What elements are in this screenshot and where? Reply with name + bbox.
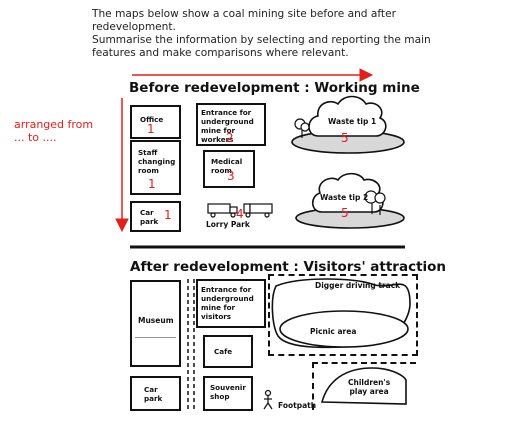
footpath-lines — [187, 279, 195, 410]
entrance-workers-line-3: mine for workers — [201, 126, 236, 144]
office-number: 1 — [147, 122, 155, 136]
entrance-visitors-line-3: mine for visitors — [201, 303, 236, 321]
children-play-zone: Children's play area — [312, 362, 416, 410]
waste-tip-1-number: 5 — [341, 131, 349, 145]
before-map-title: Before redevelopment : Working mine — [129, 80, 420, 96]
staff-changing-room-label: Staff changing room — [138, 148, 175, 175]
children-play-area-shape — [320, 367, 407, 405]
before-car-park-box: Car park 1 — [130, 201, 181, 232]
cafe-box: Cafe — [203, 335, 253, 368]
lorry-park-area: Lorry Park 4 — [204, 201, 276, 231]
waste-tip-2-number: 5 — [341, 206, 349, 220]
waste-tip-2-label: Waste tip 2 — [320, 193, 369, 202]
medical-room-box: Medical room 3 — [203, 150, 255, 188]
staff-changing-room-box: Staff changing room 1 — [130, 140, 181, 195]
entrance-visitors-label: Entrance for underground mine for visito… — [201, 285, 264, 321]
before-car-park-number: 1 — [164, 208, 172, 222]
tree-icon — [364, 190, 386, 215]
entrance-workers-line-2: underground — [201, 117, 254, 126]
office-label: Office — [140, 115, 164, 124]
before-car-park-label: Car park — [140, 208, 158, 226]
souvenir-shop-label: Souvenir shop — [210, 383, 246, 401]
medical-line-1: Medical — [211, 157, 243, 166]
task-prompt: The maps below show a coal mining site b… — [92, 8, 452, 60]
lorry-park-label: Lorry Park — [206, 220, 250, 229]
before-car-park-line-1: Car — [140, 208, 154, 217]
picnic-area-shape — [279, 310, 409, 348]
children-play-area-label: Children's play area — [348, 378, 390, 396]
waste-tip-1-label: Waste tip 1 — [328, 117, 377, 126]
medical-number: 3 — [227, 169, 235, 183]
digger-track-label: Digger driving track — [315, 281, 401, 290]
children-line-2: play area — [349, 387, 389, 396]
vertical-red-arrow — [115, 98, 129, 233]
entrance-workers-box: Entrance for underground mine for worker… — [196, 103, 266, 146]
picnic-area-label: Picnic area — [310, 327, 357, 336]
tree-icon — [294, 118, 310, 138]
after-car-park-line-2: park — [144, 394, 163, 403]
souvenir-shop-box: Souvenir shop — [203, 376, 253, 411]
after-map-title: After redevelopment : Visitors' attracti… — [130, 259, 447, 275]
entrance-visitors-line-1: Entrance for — [201, 285, 252, 294]
entrance-visitors-box: Entrance for underground mine for visito… — [196, 279, 266, 328]
museum-box: Museum — [130, 280, 181, 367]
horizontal-red-arrow — [132, 68, 374, 82]
souvenir-line-1: Souvenir — [210, 383, 246, 392]
prompt-line-2: Summarise the information by selecting a… — [92, 34, 431, 59]
after-car-park-box: Car park — [130, 376, 181, 411]
medical-room-label: Medical room — [211, 157, 242, 175]
office-box: Office 1 — [130, 105, 181, 139]
annotation-note: arranged from ... to .... — [14, 118, 93, 144]
entrance-workers-line-1: Entrance for — [201, 108, 252, 117]
staff-line-1: Staff — [138, 148, 158, 157]
cafe-label: Cafe — [214, 347, 233, 356]
entrance-visitors-line-2: underground — [201, 294, 254, 303]
souvenir-line-2: shop — [210, 392, 230, 401]
footpath-label: Footpath — [278, 401, 317, 410]
medical-line-2: room — [211, 166, 232, 175]
annotation-line-2: ... to .... — [14, 131, 57, 144]
lorry-icon — [207, 203, 238, 218]
prompt-line-1: The maps below show a coal mining site b… — [92, 8, 396, 33]
annotation-line-1: arranged from — [14, 118, 94, 131]
lorry-park-number: 4 — [236, 207, 244, 221]
person-icon — [263, 389, 273, 410]
after-car-park-label: Car park — [144, 385, 162, 403]
children-line-1: Children's — [348, 378, 391, 387]
waste-tip-1-shape — [291, 95, 405, 154]
staff-line-2: changing — [138, 157, 176, 166]
entrance-workers-label: Entrance for underground mine for worker… — [201, 108, 264, 144]
waste-tip-2-shape — [295, 172, 405, 229]
staff-number: 1 — [148, 177, 156, 191]
after-car-park-line-1: Car — [144, 385, 158, 394]
museum-divider — [135, 337, 176, 338]
entrance-workers-number: 2 — [226, 131, 234, 145]
digger-picnic-zone: Digger driving track Picnic area — [268, 274, 418, 356]
lorry-icon — [243, 203, 273, 218]
staff-line-3: room — [138, 166, 159, 175]
museum-label: Museum — [138, 316, 174, 325]
before-car-park-line-2: park — [140, 217, 159, 226]
